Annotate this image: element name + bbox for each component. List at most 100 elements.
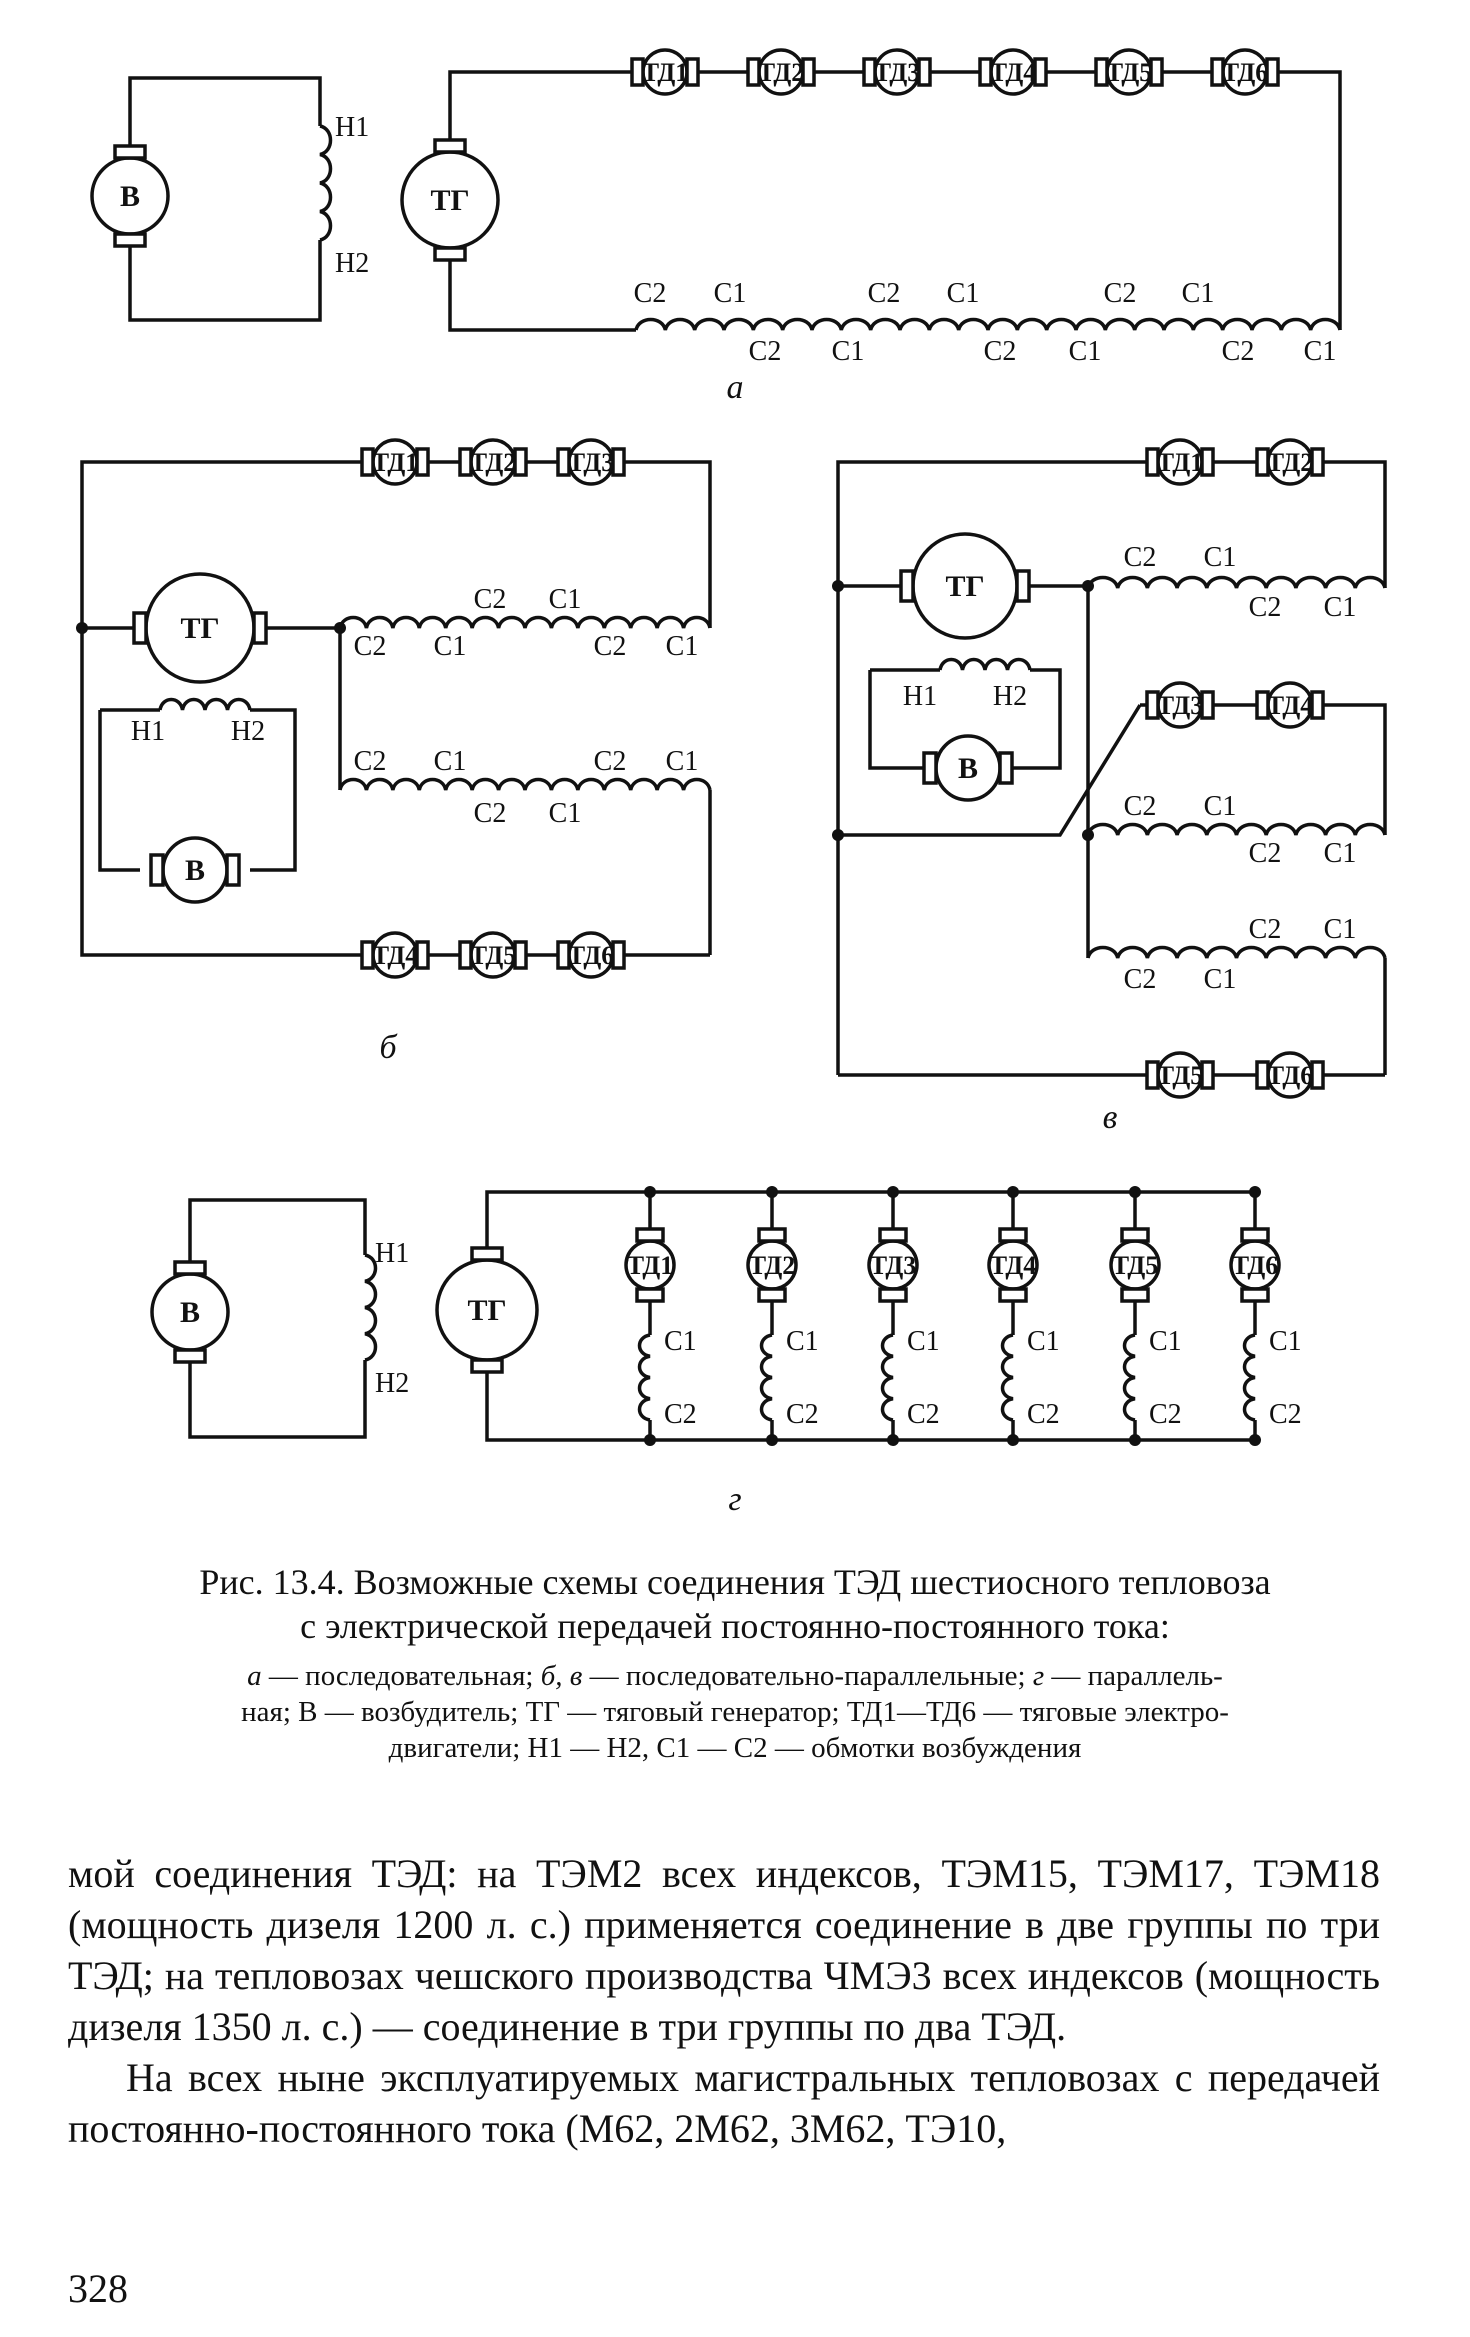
legend-text-g: — параллель- — [1044, 1660, 1223, 1692]
c2-label-v: С2 — [1124, 964, 1157, 995]
brush-left — [149, 853, 165, 887]
motor-td6-g-label: ТД6 — [1232, 1251, 1279, 1280]
series-field-windings-b1 — [338, 615, 712, 629]
h1-label-g: Н1 — [375, 1238, 409, 1269]
field-winding-h-v — [938, 657, 1032, 671]
c2-label-g: С2 — [1269, 1399, 1302, 1430]
h1-label-b: Н1 — [131, 716, 165, 747]
panel-a-series — [90, 48, 1342, 332]
c1-label-v: С1 — [1204, 791, 1237, 822]
brush-right — [513, 447, 528, 477]
brush-right — [415, 447, 430, 477]
brush-right — [685, 57, 700, 87]
c1-label-a: С1 — [947, 278, 980, 309]
h2-label-v: Н2 — [993, 681, 1027, 712]
c1-label-a: С1 — [714, 278, 747, 309]
brush-top — [113, 144, 147, 160]
field-winding-c-g — [1242, 1333, 1256, 1422]
wire — [485, 1190, 1255, 1248]
brush-top — [173, 1260, 207, 1276]
brush-right — [998, 751, 1014, 785]
series-field-windings-v2 — [1086, 822, 1387, 836]
field-winding-h-g — [364, 1253, 378, 1362]
wire — [1010, 668, 1062, 770]
c2-label-v: С2 — [1249, 592, 1282, 623]
c2-label-a: С2 — [634, 278, 667, 309]
c2-label-g: С2 — [664, 1399, 697, 1430]
motor-td2-g-label: ТД2 — [749, 1251, 796, 1280]
c2-label-v: С2 — [1124, 791, 1157, 822]
c1-label-b: С1 — [549, 584, 582, 615]
motor-td5-a-label: ТД5 — [1106, 58, 1153, 87]
h2-label-g: Н2 — [375, 1368, 409, 1399]
c2-label-b: С2 — [354, 746, 387, 777]
legend-line2: ная; В — возбудитель; ТГ — тяговый генер… — [241, 1696, 1229, 1728]
field-winding-c-g — [759, 1333, 773, 1422]
c1-label-b: С1 — [434, 746, 467, 777]
wire — [836, 460, 1140, 1075]
wire — [188, 1360, 367, 1439]
c1-label-g: С1 — [786, 1326, 819, 1357]
brush-bottom — [878, 1287, 908, 1303]
c2-label-g: С2 — [1027, 1399, 1060, 1430]
wire — [80, 628, 355, 957]
legend-key-bv: б, в — [540, 1660, 583, 1692]
c1-label-v: С1 — [1204, 964, 1237, 995]
brush-bottom — [1240, 1287, 1270, 1303]
c1-label-b: С1 — [549, 798, 582, 829]
brush-right — [415, 940, 430, 970]
field-winding-c-g — [1000, 1333, 1014, 1422]
c1-label-v: С1 — [1324, 592, 1357, 623]
motor-td2-b-label: ТД2 — [470, 448, 517, 477]
brush-top — [757, 1227, 787, 1243]
brush-right — [1015, 569, 1031, 603]
generator-v-label: ТГ — [945, 570, 984, 603]
c2-label-a: С2 — [1222, 336, 1255, 367]
c1-label-g: С1 — [1149, 1326, 1182, 1357]
brush-bottom — [1120, 1287, 1150, 1303]
c2-label-g: С2 — [907, 1399, 940, 1430]
brush-bottom — [998, 1287, 1028, 1303]
c2-label-a: С2 — [868, 278, 901, 309]
c2-label-b: С2 — [594, 746, 627, 777]
brush-right — [1310, 690, 1325, 720]
wire — [98, 710, 140, 872]
c1-label-g: С1 — [664, 1326, 697, 1357]
brush-bottom — [173, 1348, 207, 1364]
body-paragraph-2: На всех ныне эксплуатируемых магистральн… — [68, 2055, 1380, 2151]
c1-label-b: С1 — [666, 746, 699, 777]
wire — [128, 240, 322, 322]
body-paragraph-1: мой соединения ТЭД: на ТЭМ2 всех индексо… — [68, 1851, 1380, 2049]
series-field-windings-v1 — [1086, 575, 1387, 589]
c2-label-v: С2 — [1124, 542, 1157, 573]
c2-label-g: С2 — [786, 1399, 819, 1430]
generator-b-label: ТГ — [180, 612, 219, 645]
c2-label-b: С2 — [354, 631, 387, 662]
motor-td5-g-label: ТД5 — [1112, 1251, 1159, 1280]
c1-label-a: С1 — [832, 336, 865, 367]
series-field-windings-v3 — [1086, 945, 1387, 959]
wire — [868, 670, 930, 770]
brush-right — [1033, 57, 1048, 87]
wire — [838, 704, 1142, 837]
motor-td5-v-label: ТД5 — [1157, 1061, 1204, 1090]
c1-label-g: С1 — [1027, 1326, 1060, 1357]
panel-label-v: в — [1103, 1099, 1118, 1136]
motor-td3-g-label: ТД3 — [870, 1251, 917, 1280]
brush-right — [611, 447, 626, 477]
exciter-a-label: В — [120, 180, 140, 213]
h2-label-b: Н2 — [231, 716, 265, 747]
exciter-g-label: В — [180, 1296, 200, 1329]
motor-td5-b-label: ТД5 — [470, 941, 517, 970]
brush-right — [1200, 1060, 1215, 1090]
brush-right — [225, 853, 241, 887]
brush-bottom — [635, 1287, 665, 1303]
brush-left — [899, 569, 915, 603]
c2-label-g: С2 — [1149, 1399, 1182, 1430]
wire — [448, 70, 618, 140]
brush-top — [998, 1227, 1028, 1243]
motor-td1-b-label: ТД1 — [372, 448, 419, 477]
caption-legend: а — последовательная; б, в — последовате… — [60, 1658, 1410, 1766]
wire — [1323, 703, 1387, 835]
